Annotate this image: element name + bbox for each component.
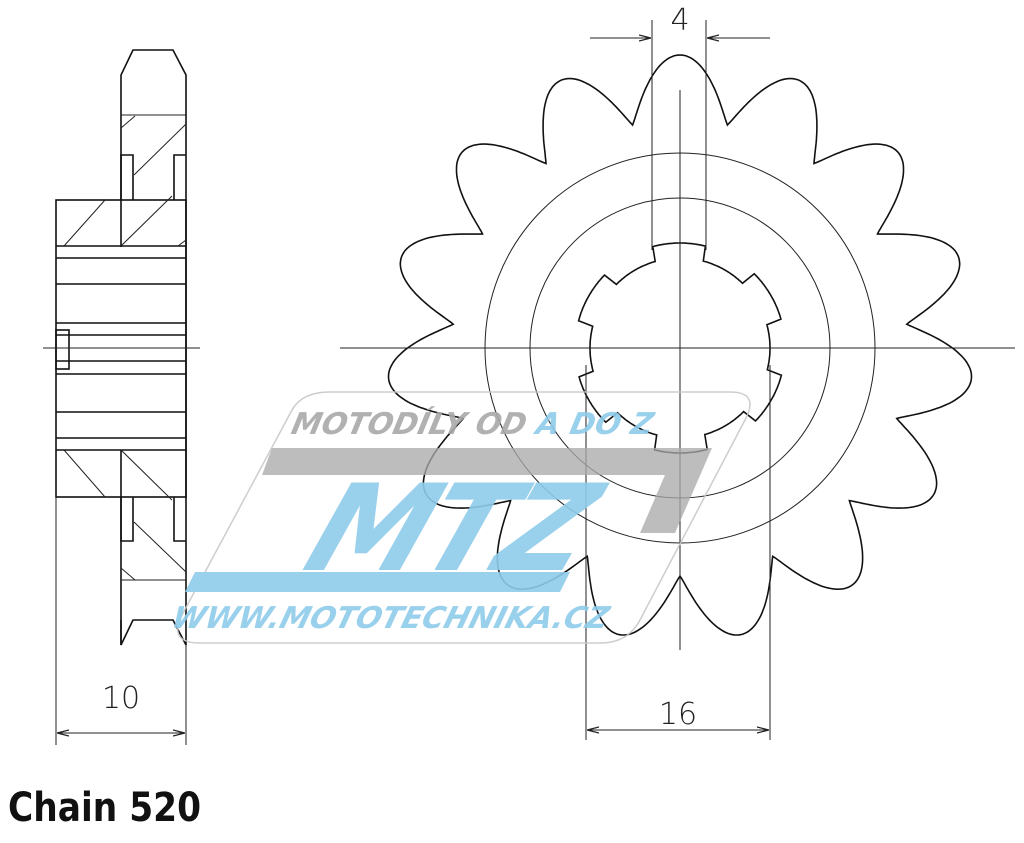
bore-dimension: 16 xyxy=(659,697,697,732)
side-view: 10 xyxy=(43,49,200,745)
watermark-logo: MOTODÍLY OD A DO Z MTZ WWW.MOTOTECHNIKA.… xyxy=(168,391,751,644)
watermark-url: WWW.MOTOTECHNIKA.CZ xyxy=(168,601,614,635)
side-width-dimension: 10 xyxy=(102,681,140,716)
chain-size-caption: Chain 520 xyxy=(8,785,202,831)
key-width-dimension: 4 xyxy=(670,3,689,38)
front-view: 4 16 xyxy=(340,3,1015,740)
watermark-tagline: MOTODÍLY OD A DO Z xyxy=(288,406,658,442)
